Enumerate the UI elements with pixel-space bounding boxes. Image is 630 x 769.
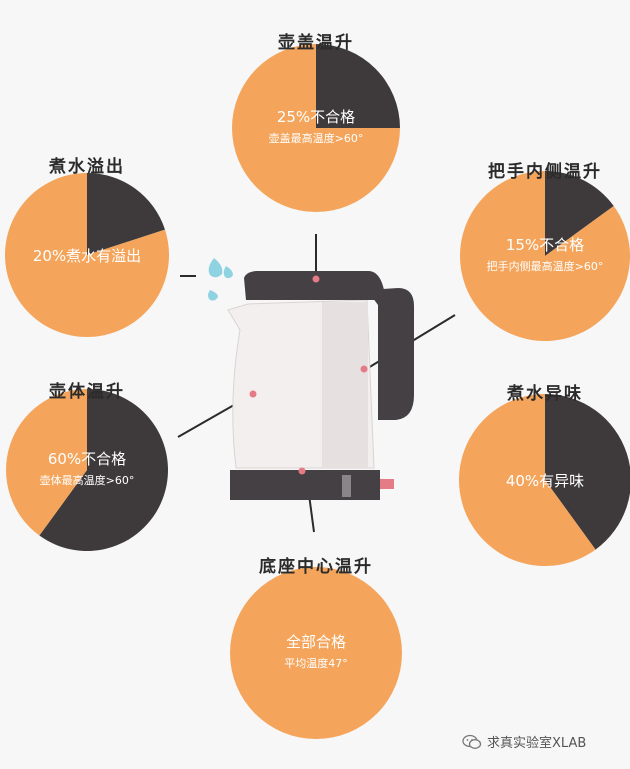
pie-chart-2 xyxy=(4,172,169,337)
watermark-text: 求真实验室XLAB xyxy=(487,736,587,751)
pie-main-label: 20%煮水有溢出 xyxy=(32,247,142,265)
pie-chart-1 xyxy=(232,44,400,212)
marker-dot-4 xyxy=(298,467,306,475)
water-drop-icon xyxy=(223,266,233,279)
pie-title: 底座中心温升 xyxy=(259,557,373,577)
pie-sub-label: 把手内侧最高温度>60° xyxy=(486,260,604,273)
kettle-body-shade xyxy=(322,302,368,468)
pie-slice xyxy=(458,394,596,566)
kettle-base-button xyxy=(380,479,394,489)
pie-chart-6 xyxy=(230,567,402,739)
marker-dot-2 xyxy=(249,390,257,398)
pie-slice-合格 xyxy=(230,567,402,739)
pie-slice-不合格 xyxy=(39,389,168,551)
pie-title: 壶体温升 xyxy=(49,382,125,402)
pie-sub-label: 壶盖最高温度>60° xyxy=(268,132,364,145)
pie-slice xyxy=(232,44,400,212)
pie-sub-label: 壶体最高温度>60° xyxy=(39,474,135,487)
water-drop-icon xyxy=(208,258,223,278)
marker-dot-1 xyxy=(312,275,320,283)
pie-slice-有异味 xyxy=(545,394,630,550)
pie-title: 把手内侧温升 xyxy=(488,162,602,182)
kettle-handle xyxy=(367,288,414,420)
pie-title: 壶盖温升 xyxy=(278,33,354,53)
kettle-illustration xyxy=(208,258,414,500)
pie-chart-5 xyxy=(458,394,630,566)
pie-slice-有溢出 xyxy=(87,173,165,255)
pie-charts xyxy=(4,44,630,739)
marker-dot-3 xyxy=(360,365,368,373)
pie-title: 煮水异味 xyxy=(507,384,583,404)
pie-slice xyxy=(5,389,87,536)
pie-main-label: 25%不合格 xyxy=(276,108,356,126)
kettle-base xyxy=(230,470,380,500)
pie-main-label: 全部合格 xyxy=(285,633,346,651)
pie-slice xyxy=(459,171,630,342)
pie-main-label: 60%不合格 xyxy=(47,450,127,468)
wechat-icon xyxy=(462,734,482,749)
pie-slice-不合格 xyxy=(545,171,614,256)
pie-slice xyxy=(4,172,169,337)
kettle-base-switch xyxy=(342,475,351,497)
pie-slice-不合格 xyxy=(316,44,400,128)
pie-chart-4 xyxy=(5,389,168,551)
pie-main-label: 40%有异味 xyxy=(505,472,585,490)
pie-main-label: 15%不合格 xyxy=(505,236,585,254)
water-drop-icon xyxy=(208,290,218,301)
kettle-lid xyxy=(244,271,386,300)
watermark: 求真实验室XLAB xyxy=(462,732,586,751)
pie-title: 煮水溢出 xyxy=(49,157,125,177)
pie-chart-3 xyxy=(459,171,630,342)
pie-sub-label: 平均温度47° xyxy=(284,657,348,670)
